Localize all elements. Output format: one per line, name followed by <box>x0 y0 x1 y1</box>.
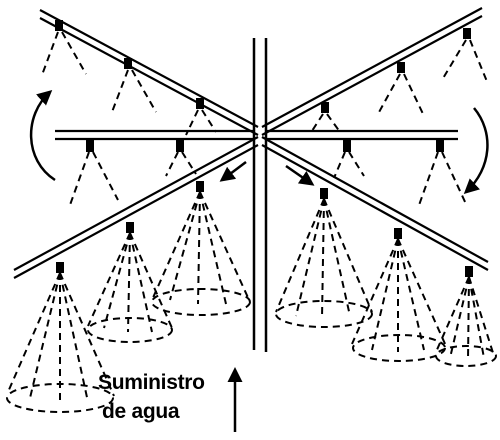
water-supply-label-line2: de agua <box>102 400 180 423</box>
flow-arrows <box>219 161 315 186</box>
nozzle-icon <box>176 140 184 152</box>
rotation-arrow-icon <box>463 107 489 195</box>
nozzle-icon <box>56 262 64 273</box>
nozzle-icon <box>196 181 204 192</box>
water-supply-label: Suministro de agua <box>98 368 205 426</box>
nozzle-icon <box>86 140 94 152</box>
arm-horizontal-left <box>55 129 255 141</box>
nozzle-icon <box>124 58 132 69</box>
nozzles <box>55 20 473 277</box>
water-supply-label-line1: Suministro <box>98 371 205 394</box>
nozzle-icon <box>397 62 405 73</box>
nozzle-icon <box>55 20 63 31</box>
nozzle-icon <box>394 228 402 239</box>
arm-lower-left <box>13 136 259 279</box>
flow-arrow-icon <box>285 164 315 186</box>
spray-cones <box>6 31 497 413</box>
flow-arrow-icon <box>219 161 247 182</box>
rotation-arrow-icon <box>29 90 56 182</box>
nozzle-icon <box>320 188 328 199</box>
arm-lower-right <box>261 136 489 271</box>
nozzle-icon <box>463 28 471 39</box>
rotation-arrows <box>29 90 489 195</box>
nozzle-icon <box>196 98 204 109</box>
nozzle-icon <box>465 266 473 277</box>
arm-upper-left <box>39 9 259 136</box>
arm-horizontal-right <box>265 129 458 141</box>
nozzle-icon <box>321 102 329 113</box>
riser-pipe <box>252 38 268 352</box>
nozzle-icon <box>436 140 444 152</box>
arm-upper-right <box>261 7 483 136</box>
nozzle-icon <box>343 140 351 152</box>
nozzle-icon <box>126 222 134 233</box>
sprinkler-arms <box>13 7 489 279</box>
